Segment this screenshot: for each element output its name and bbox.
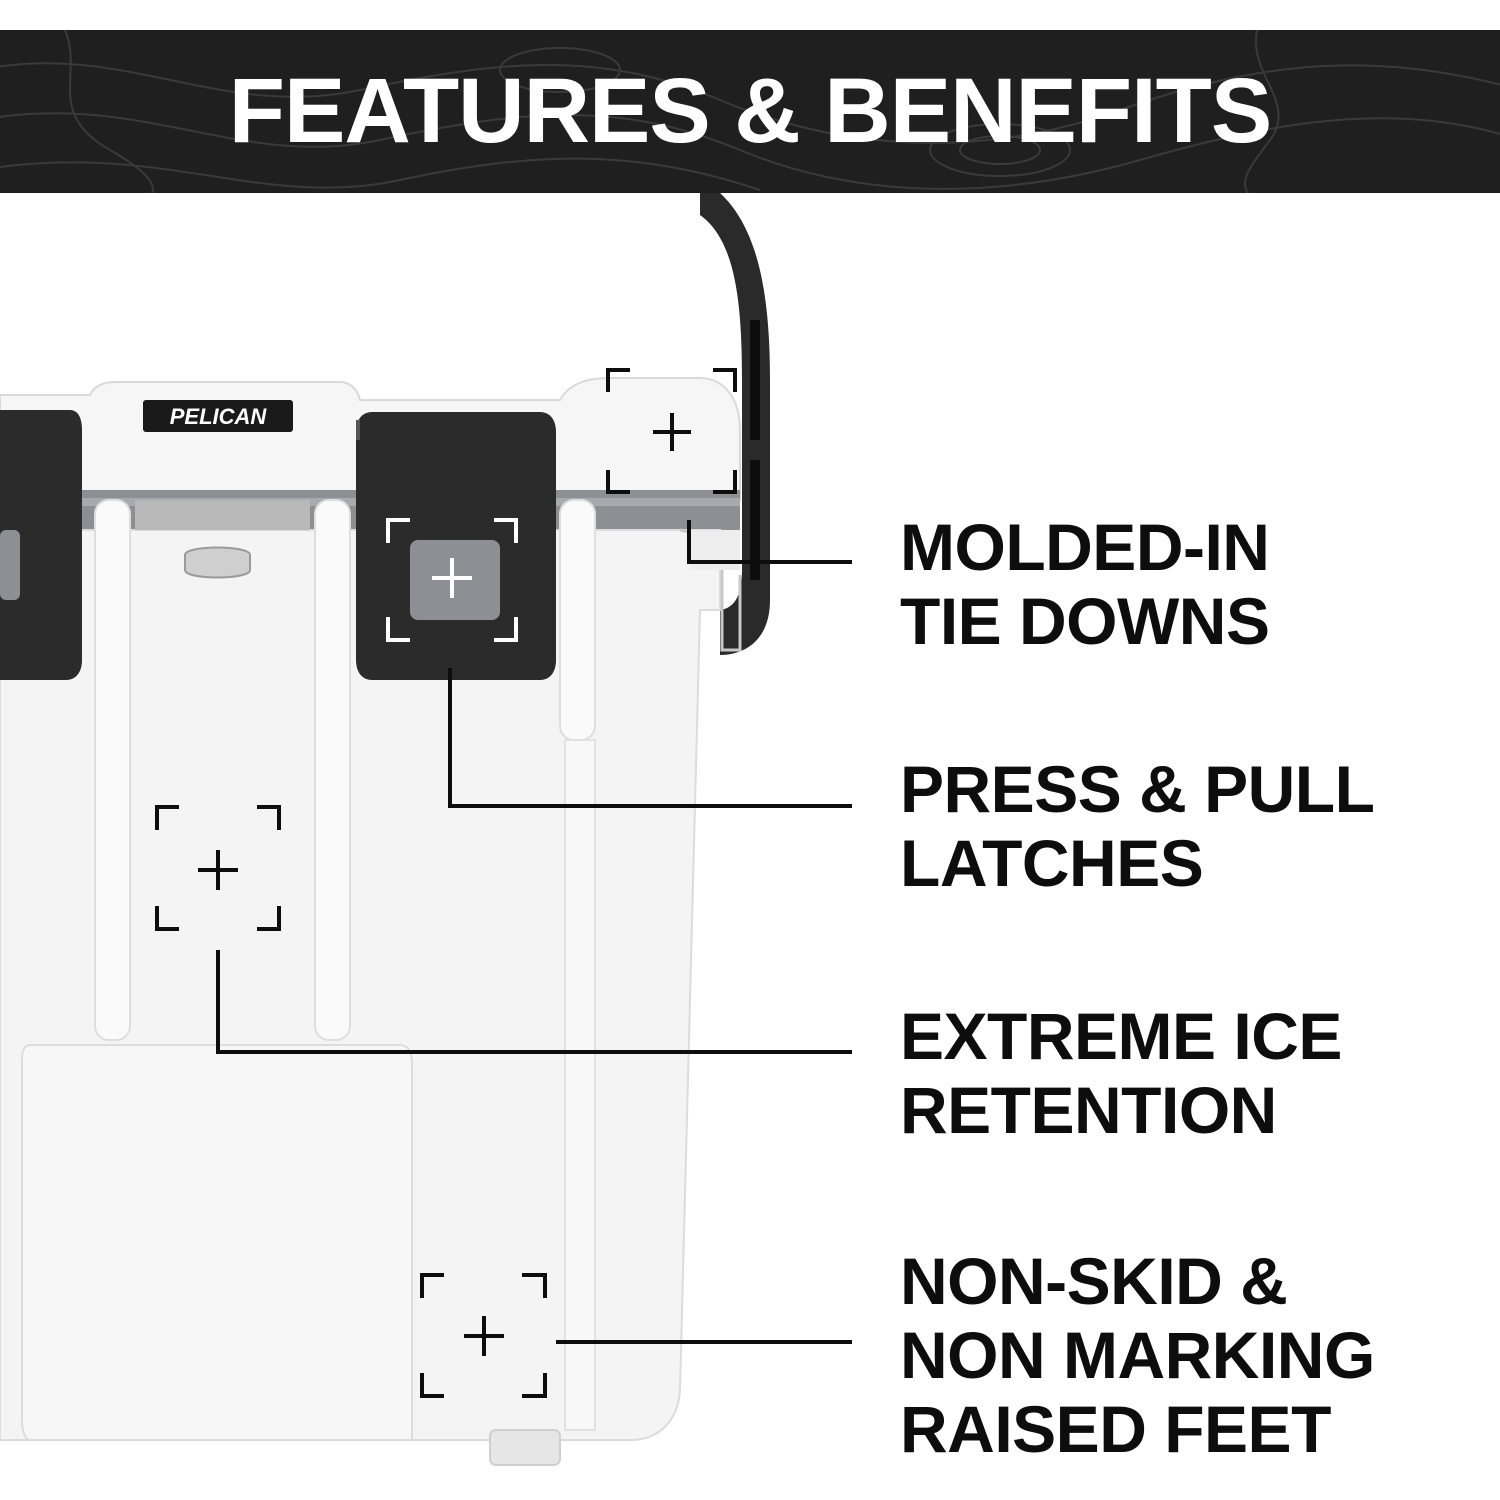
- cooler-illustration: PELICAN: [0, 193, 852, 1466]
- feature-raised-feet: NON-SKID & NON MARKING RAISED FEET: [900, 1244, 1490, 1466]
- focus-marker-ice-retention: [155, 805, 281, 931]
- feature-tie-downs: MOLDED-IN TIE DOWNS: [900, 510, 1490, 658]
- feature-tie-downs-line-2: TIE DOWNS: [900, 584, 1270, 658]
- feature-raised-feet-line-1: NON-SKID &: [900, 1244, 1288, 1318]
- header-banner: FEATURES & BENEFITS: [0, 30, 1500, 193]
- feature-raised-feet-line-2: NON MARKING: [900, 1318, 1375, 1392]
- svg-text:PELICAN: PELICAN: [170, 404, 268, 429]
- callout-line-ice-retention: [216, 950, 852, 1054]
- callout-line-latches: [448, 668, 852, 808]
- callout-line-tie-downs: [687, 520, 852, 564]
- feature-latches-line-1: PRESS & PULL: [900, 752, 1375, 826]
- feature-ice-retention-line-1: EXTREME ICE: [900, 999, 1342, 1073]
- focus-marker-latches: [386, 518, 518, 642]
- pelican-logo: PELICAN: [143, 400, 293, 432]
- feature-ice-retention-line-2: RETENTION: [900, 1073, 1277, 1147]
- feature-tie-downs-line-1: MOLDED-IN: [900, 510, 1270, 584]
- cooler-body: [0, 499, 742, 1466]
- feature-ice-retention: EXTREME ICE RETENTION: [900, 999, 1490, 1147]
- feature-raised-feet-line-3: RAISED FEET: [900, 1392, 1331, 1466]
- focus-marker-tie-downs: [606, 368, 737, 494]
- cooler-handle: [700, 193, 770, 655]
- left-latch: [0, 410, 82, 680]
- focus-marker-raised-feet: [420, 1273, 547, 1398]
- page-title: FEATURES & BENEFITS: [228, 60, 1272, 162]
- feature-latches-line-2: LATCHES: [900, 826, 1204, 900]
- topographic-pattern: [0, 30, 1500, 193]
- feature-latches: PRESS & PULL LATCHES: [900, 752, 1490, 900]
